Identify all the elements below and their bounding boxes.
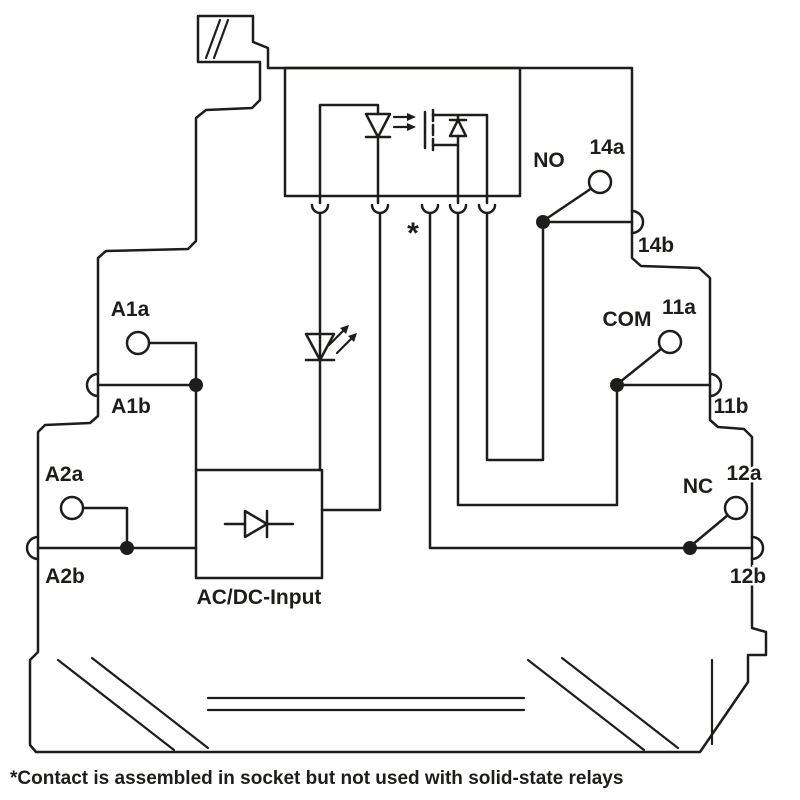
opto-light-arrows bbox=[392, 113, 416, 131]
footnote: *Contact is assembled in socket but not … bbox=[10, 768, 623, 789]
wire-a2 bbox=[36, 506, 198, 550]
label-11a: 11a bbox=[662, 296, 696, 319]
label-nc: NC bbox=[683, 475, 713, 498]
wire-com bbox=[456, 211, 712, 507]
opto-led-symbol bbox=[364, 112, 392, 139]
junction-dot-12 bbox=[683, 541, 697, 555]
module-outline bbox=[28, 14, 768, 754]
label-a2b: A2b bbox=[45, 565, 85, 588]
terminal-a2b bbox=[25, 535, 40, 561]
label-com: COM bbox=[603, 308, 652, 331]
label-no: NO bbox=[533, 149, 565, 172]
indicator-led-symbol bbox=[304, 325, 357, 362]
junction-dot-11 bbox=[610, 378, 624, 392]
wire-coil-return bbox=[320, 211, 382, 512]
label-a1a: A1a bbox=[111, 298, 150, 321]
body-diode-symbol bbox=[448, 113, 468, 205]
label-a1b: A1b bbox=[111, 395, 151, 418]
junction-dot-a1 bbox=[189, 378, 203, 392]
rectifier-box bbox=[194, 468, 324, 580]
wire-nc bbox=[428, 211, 754, 550]
terminal-a2a bbox=[59, 495, 85, 521]
mounting-latch-detail bbox=[204, 18, 230, 60]
terminal-a1b bbox=[85, 372, 100, 398]
din-rail-foot-detail bbox=[56, 656, 714, 752]
optocoupler-box bbox=[283, 66, 522, 198]
asterisk-marker: * bbox=[407, 217, 419, 250]
mosfet-symbol bbox=[423, 108, 489, 205]
wire-no bbox=[485, 186, 634, 462]
label-12b: 12b bbox=[730, 565, 766, 588]
terminal-12b bbox=[750, 535, 765, 561]
rectifier-diode-symbol bbox=[223, 509, 295, 539]
wire-a1 bbox=[96, 341, 198, 472]
label-12a: 12a bbox=[726, 462, 761, 485]
junction-dot-a2 bbox=[120, 541, 134, 555]
terminal-14b bbox=[630, 209, 645, 235]
terminal-11a bbox=[657, 329, 683, 355]
label-14a: 14a bbox=[589, 136, 624, 159]
label-a2a: A2a bbox=[45, 463, 84, 486]
opto-input-wire bbox=[318, 103, 380, 205]
terminal-14a bbox=[587, 169, 613, 195]
label-14b: 14b bbox=[638, 234, 674, 257]
junction-dot-14 bbox=[536, 215, 550, 229]
terminal-12a bbox=[723, 495, 749, 521]
terminal-11b bbox=[708, 372, 723, 398]
terminal-a1a bbox=[125, 330, 151, 356]
label-rectifier: AC/DC-Input bbox=[197, 586, 322, 609]
label-11b: 11b bbox=[713, 395, 748, 418]
